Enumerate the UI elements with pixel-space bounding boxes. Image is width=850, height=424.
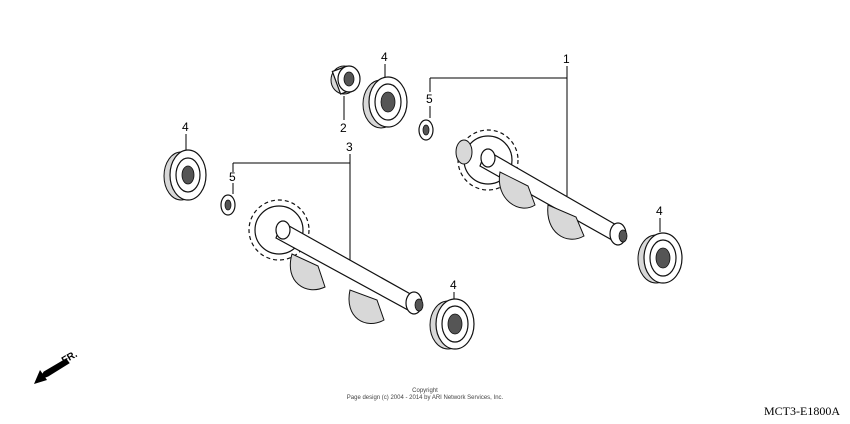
front-label: FR. — [60, 349, 80, 367]
bearing-right[interactable] — [637, 232, 683, 284]
balancer-shaft-left[interactable] — [248, 199, 424, 324]
leader-lines — [185, 64, 661, 303]
front-arrow-icon — [38, 358, 70, 380]
copyright-line-1: Copyright — [412, 388, 438, 394]
callout-2: 2 — [340, 121, 347, 135]
bearing-bottom[interactable] — [429, 298, 475, 350]
bearing-top[interactable] — [362, 76, 408, 129]
callout-1: 1 — [563, 52, 570, 66]
callout-3: 3 — [346, 140, 353, 154]
balancer-shaft-right[interactable] — [455, 129, 628, 246]
collar-part-2[interactable] — [330, 65, 361, 95]
bearing-left[interactable] — [163, 149, 207, 201]
front-arrowhead — [34, 370, 47, 384]
washer-right[interactable] — [418, 119, 434, 141]
diagram-code: MCT3-E1800A — [764, 404, 840, 418]
washer-left[interactable] — [220, 194, 236, 216]
callout-5-right: 5 — [426, 92, 433, 106]
copyright-line-2: Page design (c) 2004 - 2014 by ARI Netwo… — [346, 395, 504, 401]
callout-4-right: 4 — [656, 204, 663, 218]
callout-4-left: 4 — [182, 120, 189, 134]
callout-4-top: 4 — [381, 50, 388, 64]
callout-4-bottom: 4 — [450, 278, 457, 292]
copyright-notice: Copyright Page design (c) 2004 - 2014 by… — [300, 388, 550, 402]
front-indicator: FR. — [34, 349, 80, 384]
callout-5-left: 5 — [229, 170, 236, 184]
